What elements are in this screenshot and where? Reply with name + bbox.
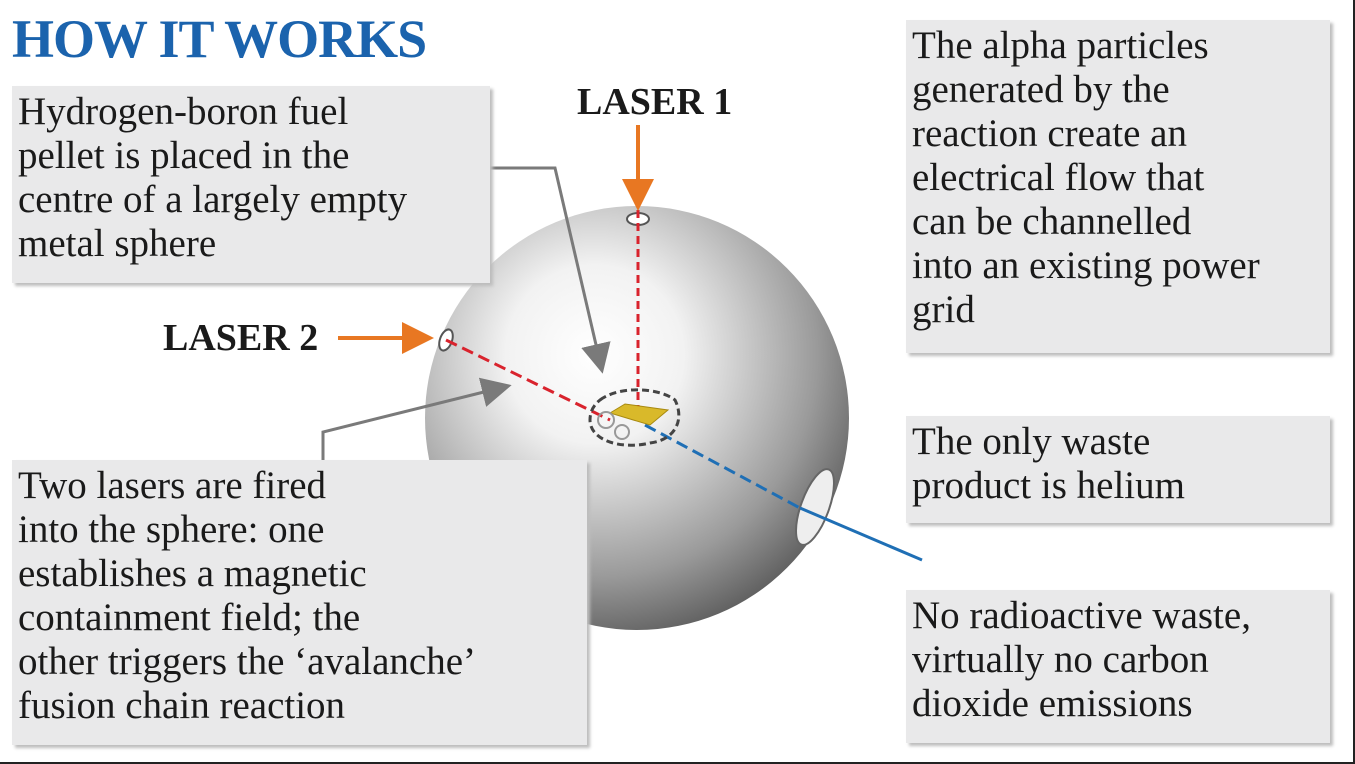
text-line: dioxide emissions (912, 682, 1193, 725)
helium-info-box: The only waste product is helium (906, 416, 1330, 523)
text-line: The alpha particles (912, 24, 1209, 67)
radioactive-info-box: No radioactive waste, virtually no carbo… (906, 590, 1330, 743)
lasers-info-box: Two lasers are fired into the sphere: on… (12, 460, 587, 745)
text-line: virtually no carbon (912, 638, 1209, 681)
fuel-pellet (608, 403, 670, 426)
text-line: centre of a largely empty (18, 178, 408, 221)
pellet-info-box: Hydrogen-boron fuel pellet is placed in … (12, 86, 490, 283)
text-line: metal sphere (18, 222, 217, 265)
pellet-pointer-arrow (490, 166, 611, 374)
containment-field (588, 388, 681, 447)
text-line: fusion chain reaction (18, 684, 346, 727)
text-line: No radioactive waste, (912, 594, 1251, 637)
text-line: generated by the (912, 68, 1170, 111)
exit-port (795, 468, 835, 546)
alpha-info-box: The alpha particles generated by the rea… (906, 20, 1330, 353)
pellet-ring-icon (614, 424, 630, 440)
text-line: reaction create an (912, 112, 1187, 155)
text-line: into the sphere: one (18, 508, 325, 551)
text-line: product is helium (912, 464, 1185, 507)
output-beam-dashed (644, 423, 801, 510)
text-line: containment field; the (18, 596, 361, 639)
text-line: into an existing power (912, 244, 1260, 287)
text-line: other triggers the ‘avalanche’ (18, 640, 477, 683)
text-line: pellet is placed in the (18, 134, 350, 177)
laser2-beam (445, 338, 611, 422)
text-line: Hydrogen-boron fuel (18, 90, 349, 133)
text-line: can be channelled (912, 200, 1192, 243)
output-beam (799, 506, 923, 562)
lasers-pointer-arrow (321, 377, 512, 460)
text-line: The only waste (912, 420, 1151, 463)
page-title: HOW IT WORKS (12, 9, 427, 69)
text-line: grid (912, 288, 975, 331)
text-line: electrical flow that (912, 156, 1205, 199)
pellet-ring-icon (597, 411, 615, 429)
laser1-label: LASER 1 (577, 81, 733, 123)
text-line: Two lasers are fired (18, 464, 327, 507)
laser2-label: LASER 2 (163, 317, 319, 359)
text-line: establishes a magnetic (18, 552, 367, 595)
